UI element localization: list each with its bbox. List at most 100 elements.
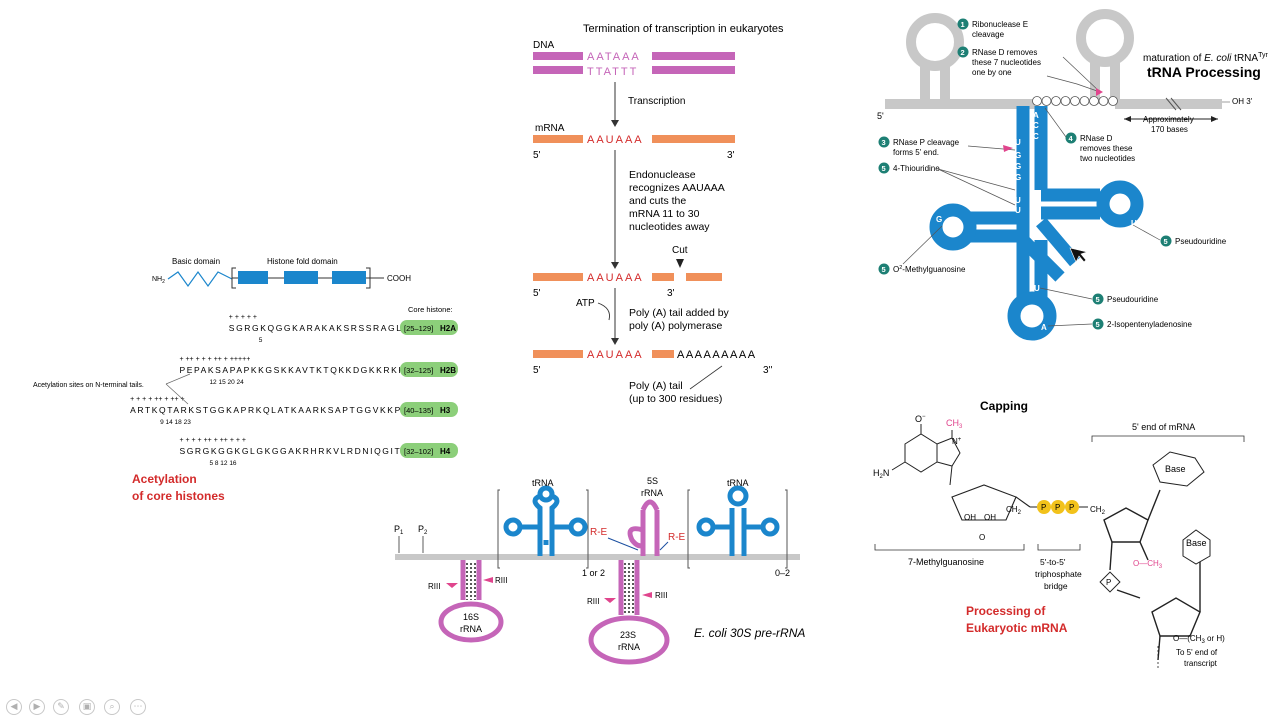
pen-icon[interactable]: ✎ [53, 699, 69, 715]
ring-o-1: O [979, 533, 985, 542]
note-leader-2 [165, 383, 189, 405]
svg-text:C: C [1033, 121, 1039, 130]
p1-label: P1 [394, 524, 404, 536]
phosphate-1 [1051, 500, 1065, 514]
approx-line-2: 170 bases [1151, 125, 1188, 134]
trna-left-icon [503, 485, 588, 556]
cut-3prime: 3' [667, 288, 675, 299]
slides-icon[interactable]: ▣ [79, 699, 95, 715]
svg-text:G: G [1015, 162, 1021, 171]
phosphate-p: P [1106, 578, 1111, 587]
cut-label: Cut [672, 245, 688, 256]
guanine-structure [891, 424, 961, 486]
removed-nucleotide [1070, 96, 1080, 106]
histone-name-H3: H3 [440, 406, 451, 415]
dna-bottom-right [652, 66, 735, 74]
histone-nums-H2B: 12 15 20 24 [209, 379, 244, 386]
trna-panel: A C C U G G G U U G U U A 5' OH 3' Appro… [877, 9, 1268, 341]
histone-caption-2: of core histones [132, 489, 225, 503]
trna-right-label: tRNA [727, 478, 749, 488]
fold-helix-3 [332, 271, 366, 284]
svg-text:U: U [1015, 206, 1021, 215]
prev-slide-icon[interactable]: ◀ [6, 699, 22, 715]
step-text-0-1: cleavage [972, 30, 1005, 39]
svg-text:C: C [1033, 132, 1039, 141]
rrna-16s-icon [438, 560, 504, 643]
rnase-e-arrow [1096, 88, 1103, 96]
step-text-2-0: RNase P cleavage [893, 138, 960, 147]
step-text-5-0: Pseudouridine [1175, 237, 1227, 246]
five-end-bracket [1091, 435, 1245, 442]
rrna-bracket-2 [687, 489, 788, 569]
bridge-line-1: 5'-to-5' [1040, 557, 1066, 567]
histone-pill-H3 [400, 402, 458, 417]
phosphate-diamond [1099, 571, 1121, 593]
endo-line-3: mRNA 11 to 30 [629, 208, 700, 220]
step-text-1-2: one by one [972, 68, 1012, 77]
mrna-5prime: 5' [533, 150, 541, 161]
step-num-6: 5 [882, 265, 886, 274]
rnase-p-arrow [1003, 145, 1013, 152]
trna-blue-body [929, 106, 1144, 341]
step-badge-7 [1092, 293, 1104, 305]
step-badge-8 [1092, 318, 1104, 330]
riii-23s-right: RIII [655, 591, 667, 600]
cut-marker [676, 259, 684, 268]
re-left-label: R-E [590, 527, 608, 538]
step-badge-6 [878, 263, 890, 275]
termination-panel: Termination of transcription in eukaryot… [533, 23, 784, 405]
riii-16s-left-arrow [446, 583, 458, 588]
rrna-23s-pairing [624, 563, 634, 615]
ch3-top-label: CH3 [946, 418, 963, 430]
cut-mrna-fragment [686, 273, 722, 281]
fold-helix-2 [284, 271, 318, 284]
more-options-icon[interactable]: ⋯ [130, 699, 146, 715]
phosphate-0 [1037, 500, 1051, 514]
polya-leader [689, 365, 723, 390]
mrna-label: mRNA [535, 123, 565, 134]
transcription-label: Transcription [628, 96, 685, 107]
histone-plus-H4: + + + + ++ + ++ + + + [179, 437, 246, 444]
endo-line-4: nucleotides away [629, 221, 710, 233]
dna-bottom-left [533, 66, 583, 74]
rrna-5s-label: 5S [647, 476, 658, 486]
dna-label: DNA [533, 40, 554, 51]
mrna-signal: AAUAAA [587, 134, 644, 146]
phosphate-2 [1065, 500, 1079, 514]
polya-mrna-left [533, 350, 583, 358]
n-plus-label: N+ [952, 437, 962, 446]
histone-caption-1: Acetylation [132, 472, 197, 486]
polya-mrna-signal: AAUAAA [587, 349, 644, 361]
step-text-6: O2-Methylguanosine [893, 265, 966, 274]
svg-text:U: U [1015, 196, 1021, 205]
histone-nums-H4: 5 8 12 16 [209, 460, 236, 467]
ribose-1 [951, 484, 1031, 521]
removed-nucleotide [1041, 96, 1052, 106]
atp-label: ATP [576, 298, 595, 309]
step-badge-5 [1160, 235, 1172, 247]
polya-tail-line-1: (up to 300 residues) [629, 393, 722, 405]
histone-pill-H2B [400, 362, 458, 377]
polya-tail-text: Poly (A) tail(up to 300 residues) [629, 380, 722, 405]
termination-title: Termination of transcription in eukaryot… [583, 23, 784, 35]
cut-5prime: 5' [533, 288, 541, 299]
rrna-23s-rrna-label: rRNA [618, 642, 640, 652]
polya-5prime: 5' [533, 365, 541, 376]
next-slide-icon[interactable]: ▶ [29, 699, 45, 715]
ch2-left-label: CH2 [1006, 505, 1022, 516]
cut-mrna-signal: AAUAAA [587, 272, 644, 284]
polya-mrna-mid [652, 350, 674, 358]
riii-16s-left: RIII [428, 582, 440, 591]
step-text-8-0: 2-Isopentenyladenosine [1107, 320, 1193, 329]
histone-nums-H2A: 5 [259, 337, 263, 344]
trna-5prime: 5' [877, 111, 884, 121]
removed-nucleotide [1051, 96, 1061, 106]
step-text-4-0: 4-Thiouridine [893, 164, 940, 173]
approx-arrow-right [1211, 116, 1218, 122]
approx-arrow-left [1124, 116, 1131, 122]
zoom-icon[interactable]: ⌕ [104, 699, 120, 715]
histone-range-H2B: [32–125] [404, 366, 433, 375]
riii-23s-left-arrow [604, 598, 616, 603]
endo-line-2: and cuts the [629, 195, 686, 207]
step-text-1-1: these 7 nucleotides [972, 58, 1041, 67]
